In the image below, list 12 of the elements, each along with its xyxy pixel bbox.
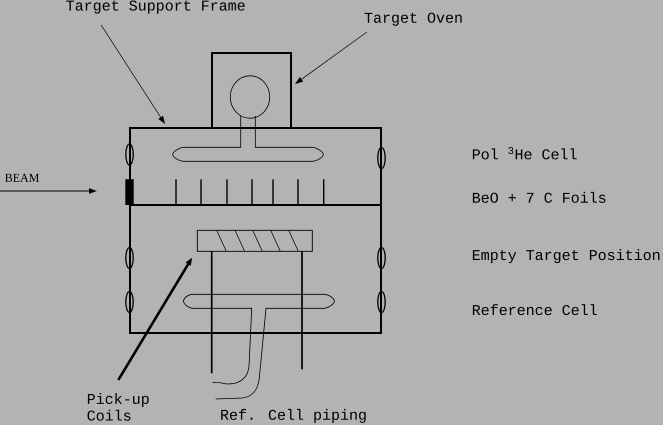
callout-text: Target Support Frame xyxy=(66,0,245,14)
callout-text: Pick-up Coils xyxy=(88,393,149,421)
row-label: Pol $^{3}$He Cell xyxy=(472,147,577,160)
piping-label: Ref. Cell piping xyxy=(221,408,366,423)
pickup-coil xyxy=(196,230,313,252)
oven-box xyxy=(211,52,292,129)
row-label: Empty Target Position xyxy=(472,249,660,264)
support-frame xyxy=(129,127,382,334)
callout-text: Target Oven xyxy=(364,12,462,26)
row-label: Reference Cell xyxy=(472,304,597,316)
row-label: BeO + 7 C Foils xyxy=(472,192,606,203)
beam-label: BEAM xyxy=(5,174,40,182)
